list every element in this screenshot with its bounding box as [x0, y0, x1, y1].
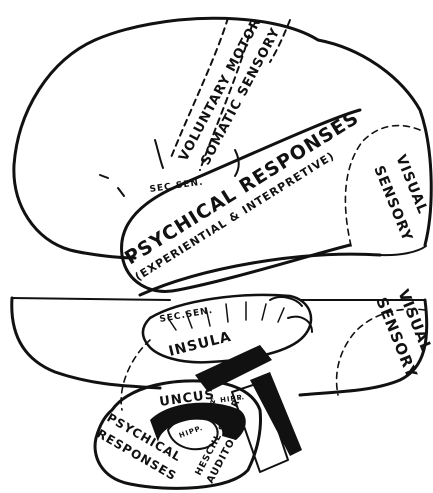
lower-brain-top-left: [12, 298, 170, 300]
sulcus-line-7: [235, 150, 239, 176]
insula-label: INSULA: [167, 329, 233, 360]
sulcus-line-4: [155, 140, 163, 168]
upper-brain-outline-bottom: [380, 246, 426, 255]
sulcus-line-6: [118, 188, 124, 196]
insula-lobules: [270, 297, 312, 332]
sulcus-line-5: [100, 175, 108, 178]
hipp-region-label: HIPP.: [178, 424, 204, 440]
experiential-interpretive-label-top: (EXPERIENTIAL & INTERPRETIVE): [133, 149, 337, 283]
sec-sen-label-top: SEC.SEN.: [149, 178, 204, 195]
upper-brain-outline: [14, 18, 431, 295]
upper-brain: [14, 18, 431, 295]
temporal-boundary-bottom: [121, 340, 150, 410]
